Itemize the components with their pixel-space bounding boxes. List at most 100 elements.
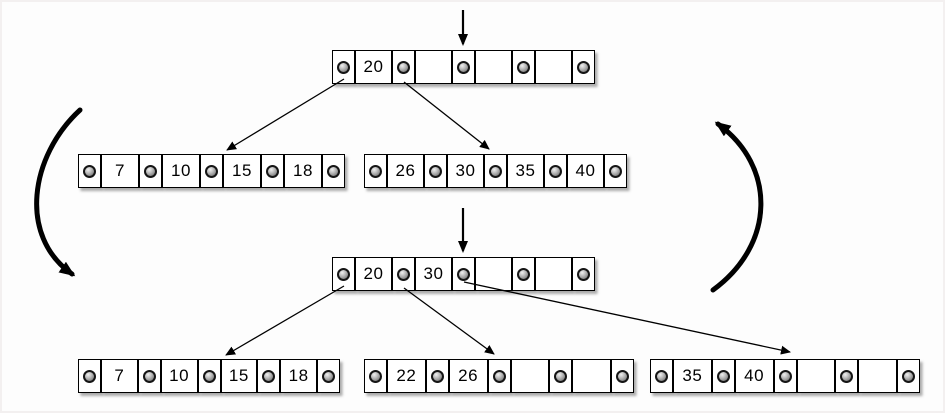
btree-node-state2-child-mid: 22 26 bbox=[364, 359, 634, 393]
pointer-dot-icon bbox=[716, 369, 730, 383]
key-cell: 30 bbox=[447, 154, 484, 188]
pointer-dot-icon bbox=[83, 369, 96, 383]
key-cell: 26 bbox=[387, 154, 424, 188]
pointer-dot-icon bbox=[83, 164, 96, 178]
pointer-cell bbox=[261, 154, 284, 188]
pointer-dot-icon bbox=[902, 369, 915, 383]
pointer-cell bbox=[332, 257, 355, 291]
pointer-dot-icon bbox=[337, 267, 350, 281]
pointer-dot-icon bbox=[457, 60, 470, 74]
pointer-dot-icon bbox=[429, 164, 442, 178]
pointer-cell bbox=[611, 359, 634, 393]
pointer-cell bbox=[452, 50, 475, 84]
pointer-dot-icon bbox=[577, 267, 590, 281]
pointer-dot-icon bbox=[609, 164, 622, 178]
pointer-cell bbox=[392, 257, 415, 291]
key-cell bbox=[796, 359, 836, 393]
pointer-cell bbox=[200, 154, 223, 188]
pointer-cell bbox=[317, 359, 340, 393]
pointer-dot-icon bbox=[554, 369, 568, 383]
key-cell: 26 bbox=[448, 359, 488, 393]
pointer-cell bbox=[78, 154, 101, 188]
pointer-dot-icon bbox=[517, 267, 530, 281]
key-cell: 15 bbox=[223, 154, 261, 188]
key-cell bbox=[535, 257, 572, 291]
key-cell bbox=[415, 50, 452, 84]
key-cell: 35 bbox=[507, 154, 544, 188]
btree-node-state2-child-left: 7 10 15 18 bbox=[78, 359, 340, 393]
pointer-dot-icon bbox=[144, 164, 157, 178]
pointer-cell bbox=[604, 154, 627, 188]
pointer-cell bbox=[572, 50, 595, 84]
btree-node-state2-child-right: 35 40 bbox=[650, 359, 920, 393]
key-cell: 40 bbox=[567, 154, 604, 188]
pointer-dot-icon bbox=[397, 267, 410, 281]
pointer-cell bbox=[137, 359, 161, 393]
pointer-cell bbox=[364, 154, 387, 188]
key-cell: 7 bbox=[101, 154, 139, 188]
key-cell: 10 bbox=[162, 154, 200, 188]
pointer-dot-icon bbox=[577, 60, 590, 74]
pointer-dot-icon bbox=[262, 369, 276, 383]
pointer-dot-icon bbox=[489, 164, 502, 178]
pointer-cell bbox=[572, 257, 595, 291]
pointer-cell bbox=[452, 257, 475, 291]
pointer-cell bbox=[392, 50, 415, 84]
pointer-dot-icon bbox=[778, 369, 792, 383]
pointer-cell bbox=[332, 50, 355, 84]
pointer-dot-icon bbox=[322, 369, 335, 383]
pointer-dot-icon bbox=[616, 369, 629, 383]
key-cell: 7 bbox=[101, 359, 138, 393]
pointer-cell bbox=[257, 359, 281, 393]
pointer-cell bbox=[322, 154, 345, 188]
pointer-cell bbox=[544, 154, 567, 188]
btree-node-state1-child-left: 7 10 15 18 bbox=[78, 154, 345, 188]
pointer-dot-icon bbox=[492, 369, 506, 383]
pointer-cell bbox=[424, 154, 447, 188]
pointer-dot-icon bbox=[655, 369, 668, 383]
pointer-cell bbox=[897, 359, 920, 393]
pointer-dot-icon bbox=[549, 164, 562, 178]
pointer-dot-icon bbox=[205, 164, 218, 178]
pointer-cell bbox=[650, 359, 673, 393]
key-cell bbox=[475, 50, 512, 84]
key-cell: 30 bbox=[415, 257, 452, 291]
pointer-dot-icon bbox=[327, 164, 340, 178]
key-cell: 20 bbox=[355, 257, 392, 291]
key-cell: 18 bbox=[280, 359, 317, 393]
key-cell: 18 bbox=[284, 154, 322, 188]
pointer-cell bbox=[139, 154, 162, 188]
pointer-dot-icon bbox=[266, 164, 279, 178]
key-cell: 10 bbox=[160, 359, 198, 393]
key-cell: 40 bbox=[734, 359, 774, 393]
key-cell: 15 bbox=[220, 359, 258, 393]
pointer-dot-icon bbox=[142, 369, 156, 383]
pointer-cell bbox=[484, 154, 507, 188]
pointer-dot-icon bbox=[397, 60, 410, 74]
pointer-cell bbox=[711, 359, 735, 393]
pointer-dot-icon bbox=[457, 267, 470, 281]
pointer-cell bbox=[487, 359, 511, 393]
btree-node-state1-child-right: 26 30 35 40 bbox=[364, 154, 627, 188]
key-cell: 20 bbox=[355, 50, 392, 84]
pointer-dot-icon bbox=[337, 60, 350, 74]
pointer-cell bbox=[773, 359, 797, 393]
key-cell bbox=[572, 359, 611, 393]
key-cell: 22 bbox=[387, 359, 426, 393]
btree-node-state1-root: 20 bbox=[332, 50, 595, 84]
pointer-cell bbox=[512, 257, 535, 291]
key-cell: 35 bbox=[673, 359, 712, 393]
key-cell bbox=[475, 257, 512, 291]
pointer-dot-icon bbox=[517, 60, 530, 74]
pointer-cell bbox=[549, 359, 573, 393]
pointer-cell bbox=[78, 359, 101, 393]
pointer-cell bbox=[197, 359, 221, 393]
key-cell bbox=[535, 50, 572, 84]
pointer-dot-icon bbox=[369, 164, 382, 178]
key-cell bbox=[858, 359, 897, 393]
pointer-cell bbox=[364, 359, 387, 393]
pointer-cell bbox=[512, 50, 535, 84]
